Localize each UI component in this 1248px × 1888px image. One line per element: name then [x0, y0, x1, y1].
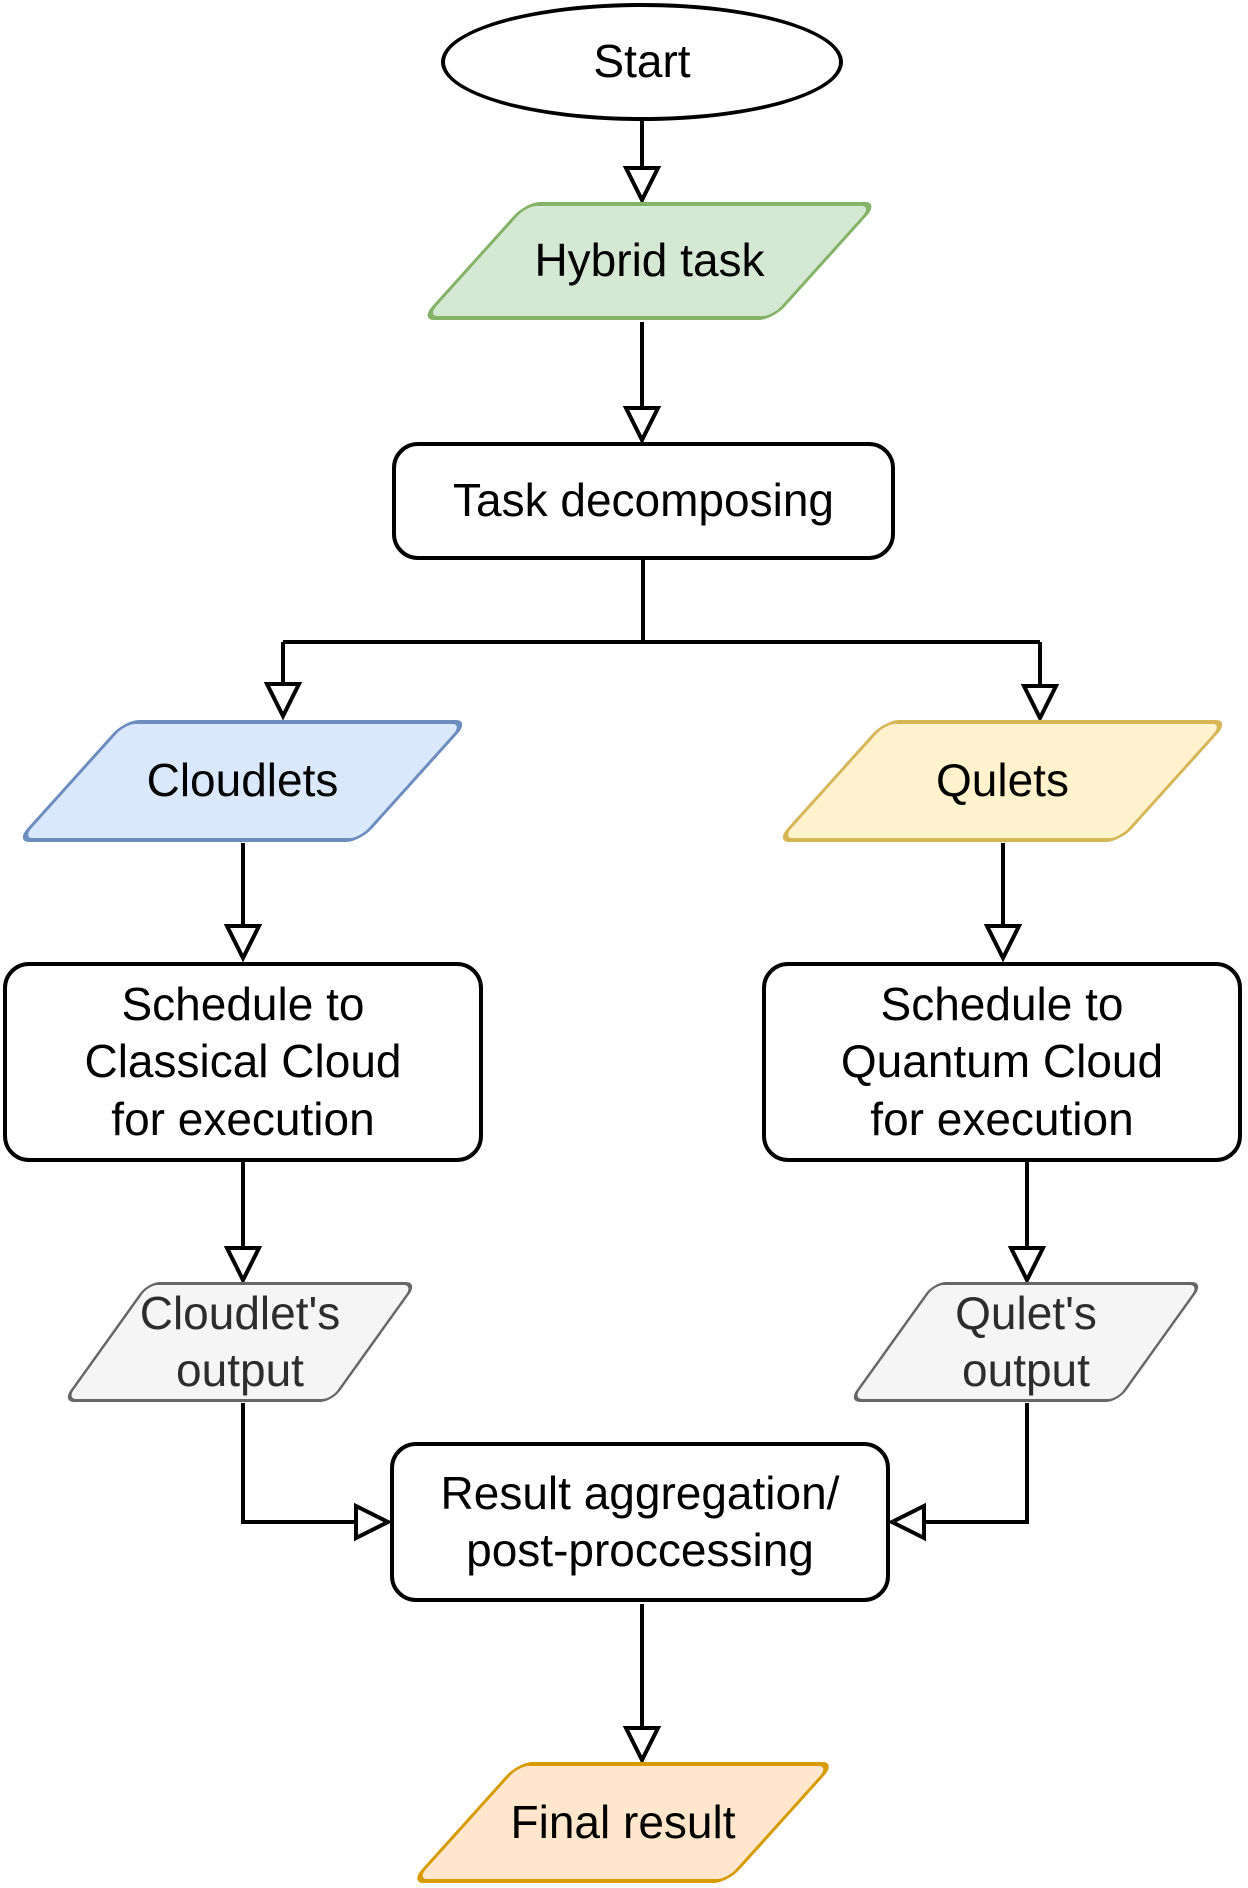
result-aggregation-label: Result aggregation/ post-proccessing	[440, 1466, 840, 1576]
task-decomposing-rect-shape	[392, 442, 895, 560]
hybrid-task-label: Hybrid task	[534, 234, 765, 287]
qulet-output-label: Qulet's output	[955, 1286, 1097, 1396]
node-cloudlet-output: Cloudlet's output	[62, 1282, 418, 1402]
node-start: Start	[441, 3, 843, 121]
start-ellipse-shape	[441, 3, 843, 121]
node-schedule-quantum: Schedule to Quantum Cloud for execution	[762, 962, 1242, 1162]
qulets-label: Qulets	[936, 754, 1069, 807]
node-qulet-output: Qulet's output	[848, 1282, 1204, 1402]
edge-decompose-split-rail	[283, 560, 1040, 644]
node-schedule-classical: Schedule to Classical Cloud for executio…	[3, 962, 483, 1162]
node-final-result: Final result	[409, 1762, 837, 1883]
task-decomposing-label: Task decomposing	[453, 474, 834, 527]
node-task-decomposing: Task decomposing	[392, 442, 895, 560]
node-qulets: Qulets	[775, 720, 1230, 842]
schedule-classical-label: Schedule to Classical Cloud for executio…	[84, 978, 402, 1145]
cloudlets-label: Cloudlets	[146, 754, 339, 807]
node-cloudlets: Cloudlets	[15, 720, 470, 842]
schedule-classical-rect-shape	[3, 962, 483, 1162]
edge-cloudlet-output-result	[241, 1403, 393, 1542]
schedule-quantum-rect-shape	[762, 962, 1242, 1162]
result-aggregation-rect-shape	[390, 1442, 890, 1602]
edge-qulet-output-result	[887, 1403, 1029, 1542]
final-result-label: Final result	[510, 1795, 736, 1848]
start-label: Start	[593, 35, 691, 88]
cloudlet-output-label: Cloudlet's output	[139, 1286, 341, 1396]
node-hybrid-task: Hybrid task	[419, 202, 880, 320]
schedule-quantum-label: Schedule to Quantum Cloud for execution	[840, 978, 1164, 1145]
node-result-aggregation: Result aggregation/ post-proccessing	[390, 1442, 890, 1602]
